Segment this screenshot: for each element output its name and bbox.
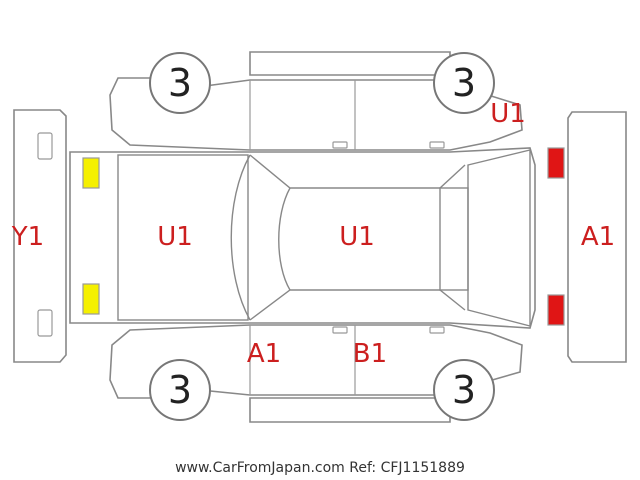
body-outline	[69, 147, 536, 329]
left-front-door-handle	[332, 141, 348, 149]
front-right-fog-lamp	[37, 309, 53, 337]
windshield-top	[249, 154, 466, 189]
right-front-door-handle	[332, 326, 348, 334]
damage-code-hood: U1	[157, 222, 193, 252]
right-side-panels	[109, 324, 523, 423]
tire-rear-left-grade: 3	[452, 61, 476, 105]
tire-front-right: 3	[149, 359, 211, 421]
tire-front-left: 3	[149, 52, 211, 114]
damage-code-roof: U1	[339, 222, 375, 252]
rear-right-tail-lamp	[547, 294, 565, 326]
front-bumper	[13, 109, 67, 363]
rear-bumper	[567, 111, 627, 363]
tire-rear-left: 3	[433, 52, 495, 114]
left-side-panels	[109, 51, 523, 151]
damage-code-front-bumper: Y1	[11, 222, 44, 252]
front-left-headlamp	[82, 157, 100, 189]
rear-left-tail-lamp	[547, 147, 565, 179]
damage-code-right-front-door: B1	[353, 339, 387, 369]
damage-code-rear-upper-door: U1	[490, 99, 526, 129]
front-left-fog-lamp	[37, 132, 53, 160]
front-right-headlamp	[82, 283, 100, 315]
tire-rear-right: 3	[433, 359, 495, 421]
left-roof-rail	[249, 51, 451, 76]
watermark-reference: www.CarFromJapan.com Ref: CFJ1151889	[175, 460, 465, 476]
vehicle-body-top-view	[69, 147, 536, 329]
left-rear-door-handle	[429, 141, 445, 149]
windshield-left-curve	[230, 154, 251, 321]
damage-code-front-right-fender: A1	[247, 339, 281, 369]
right-roof-rail	[249, 397, 451, 423]
tire-front-left-grade: 3	[168, 61, 192, 105]
hood-panel	[117, 154, 249, 321]
damage-code-rear-bumper: A1	[581, 222, 615, 252]
tire-rear-right-grade: 3	[452, 368, 476, 412]
roof-front-edge	[278, 187, 291, 291]
windshield-bottom	[249, 289, 466, 321]
right-rear-door-handle	[429, 326, 445, 334]
tailgate-panel	[467, 149, 531, 327]
tire-front-right-grade: 3	[168, 368, 192, 412]
